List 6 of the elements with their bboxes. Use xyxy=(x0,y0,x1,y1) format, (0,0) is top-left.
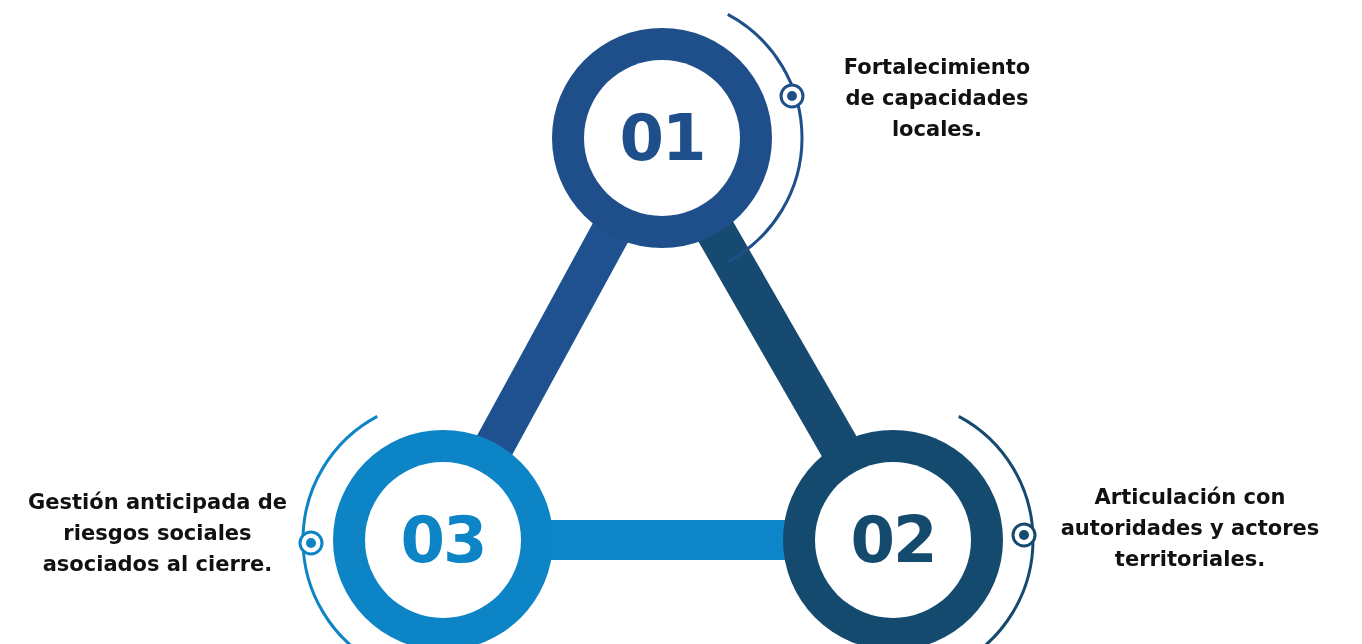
step-number: 02 xyxy=(815,462,971,618)
step-number: 03 xyxy=(365,462,521,618)
description-text: Articulación con autoridades y actores territoriales. xyxy=(1059,484,1321,573)
step-number: 01 xyxy=(584,60,740,216)
description-text: Fortalecimiento de capacidades locales. xyxy=(842,54,1032,143)
description-text: Gestión anticipada de riesgos sociales asociados al cierre. xyxy=(27,489,288,578)
